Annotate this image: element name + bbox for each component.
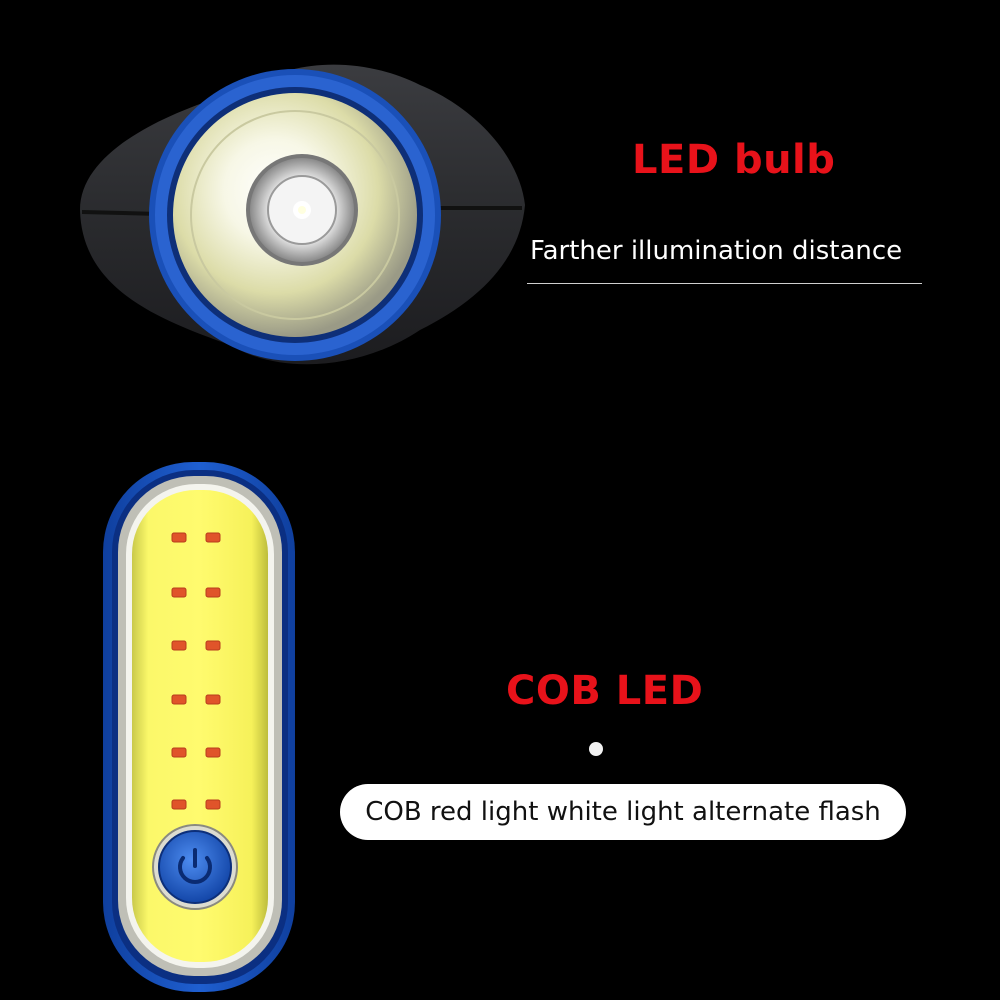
cob-led-strip-photo [103,462,295,992]
cob-led-caption: COB red light white light alternate flas… [340,784,906,840]
caption-divider [527,283,922,284]
power-button-icon [152,824,238,910]
bullet-dot [589,742,603,756]
led-bulb-caption: Farther illumination distance [530,236,903,266]
cob-led-title: COB LED [506,668,704,714]
led-bulb-title: LED bulb [632,137,836,183]
